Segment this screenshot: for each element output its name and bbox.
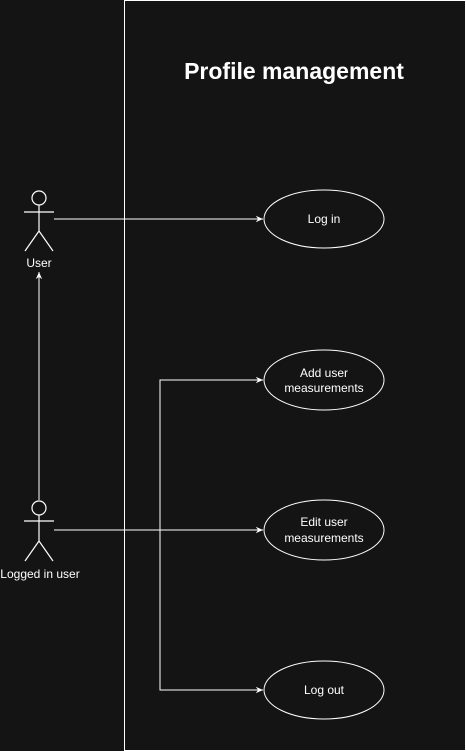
system-title: Profile management: [184, 58, 404, 84]
use-case-edit-measurements-line2: measurements: [284, 531, 363, 545]
use-case-log-out[interactable]: Log out: [263, 660, 385, 720]
actor-logged-in-user-label: Logged in user: [0, 567, 79, 581]
actor-logged-in-user: [24, 500, 54, 562]
actor-logged-in-user-head-icon: [31, 500, 47, 516]
use-case-edit-measurements-line1: Edit user: [300, 515, 347, 529]
use-case-edit-measurements[interactable]: Edit user measurements: [263, 499, 385, 561]
connector-loggedin-add: [159, 376, 263, 530]
actor-user-head-icon: [31, 190, 47, 206]
use-case-log-out-label: Log out: [304, 683, 345, 697]
use-case-add-measurements-line2: measurements: [284, 381, 363, 395]
connectors: [35, 215, 263, 694]
connector-loggedin-logout: [159, 530, 263, 694]
actor-user: [24, 190, 54, 252]
use-case-log-in[interactable]: Log in: [263, 189, 385, 249]
use-case-add-measurements-line1: Add user: [300, 366, 348, 380]
use-case-add-measurements[interactable]: Add user measurements: [263, 349, 385, 411]
use-case-log-in-label: Log in: [308, 212, 341, 226]
actor-user-label: User: [26, 256, 51, 270]
